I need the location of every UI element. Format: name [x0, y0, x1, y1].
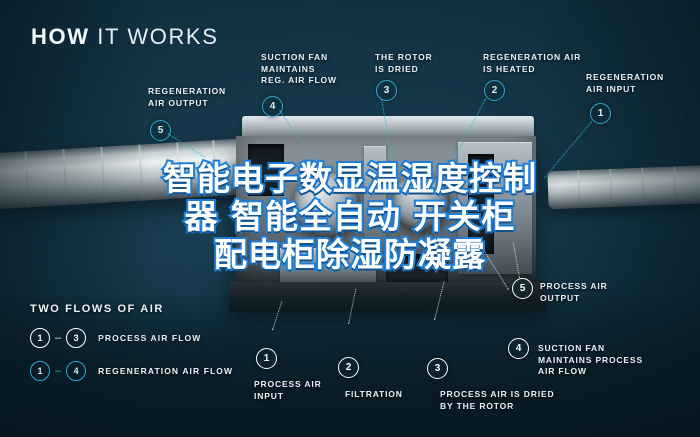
callout-number: 3 [376, 80, 397, 101]
callout-number: 3 [427, 358, 448, 379]
callout-number: 2 [338, 357, 359, 378]
overlay-line-2: 器 智能全自动 开关柜 [183, 196, 517, 238]
callout-label-top-1: REGENERATION AIR INPUT [586, 72, 665, 94]
callout-number: 4 [262, 96, 283, 117]
callout-bubble-top-1[interactable]: 1 [590, 103, 611, 124]
callout-bubble-bottom-5[interactable]: 5 [512, 278, 533, 299]
legend-badge-from: 1 [30, 361, 50, 381]
title-bold: HOW [31, 24, 90, 49]
legend: TWO FLOWS OF AIR 1 – 3 PROCESS AIR FLOW … [30, 303, 233, 381]
callout-label-top-5: REGENERATION AIR OUTPUT [148, 86, 227, 108]
callout-bubble-bottom-3[interactable]: 3 [427, 358, 448, 379]
callout-bubble-top-3[interactable]: 3 [376, 80, 397, 101]
callout-label-top-3: THE ROTOR IS DRIED [375, 52, 433, 74]
legend-label: PROCESS AIR FLOW [98, 333, 202, 343]
legend-heading: TWO FLOWS OF AIR [30, 303, 164, 315]
callout-label-bottom-4: SUCTION FAN MAINTAINS PROCESS AIR FLOW [538, 343, 643, 376]
legend-dash: – [55, 332, 62, 344]
legend-dash: – [55, 365, 62, 377]
callout-label-top-4: SUCTION FAN MAINTAINS REG. AIR FLOW [261, 52, 337, 85]
title-light: IT WORKS [97, 24, 219, 49]
callout-label-bottom-3: PROCESS AIR IS DRIED BY THE ROTOR [440, 389, 555, 411]
callout-bubble-bottom-1[interactable]: 1 [256, 348, 277, 369]
callout-number: 1 [590, 103, 611, 124]
legend-label: REGENERATION AIR FLOW [98, 366, 234, 376]
callout-bubble-top-4[interactable]: 4 [262, 96, 283, 117]
callout-bubble-bottom-2[interactable]: 2 [338, 357, 359, 378]
callout-number: 1 [256, 348, 277, 369]
callout-label-top-2: REGENERATION AIR IS HEATED [483, 52, 582, 74]
overlay-line-3: 配电柜除湿防凝露 [212, 234, 487, 276]
callout-number: 5 [150, 120, 171, 141]
callout-bubble-top-5[interactable]: 5 [150, 120, 171, 141]
legend-badge-to: 4 [66, 361, 87, 381]
page-title: HOW IT WORKS [31, 24, 218, 50]
callout-bubble-bottom-4[interactable]: 4 [508, 338, 529, 359]
callout-number: 2 [484, 80, 505, 101]
callout-number: 4 [508, 338, 529, 359]
legend-row-regeneration-air[interactable]: 1 – 4 REGENERATION AIR FLOW [30, 361, 233, 381]
callout-label-bottom-5: PROCESS AIR OUTPUT [540, 281, 608, 303]
product-title-overlay: 智能电子数显温湿度控制 器 智能全自动 开关柜 配电柜除湿防凝露 [0, 158, 700, 276]
callout-number: 5 [512, 278, 533, 299]
callout-label-bottom-2: FILTRATION [345, 389, 403, 399]
overlay-line-1: 智能电子数显温湿度控制 [161, 158, 538, 200]
callout-label-bottom-1: PROCESS AIR INPUT [254, 379, 322, 401]
callout-bubble-top-2[interactable]: 2 [484, 80, 505, 101]
legend-badge-from: 1 [30, 328, 50, 348]
legend-badge-to: 3 [66, 328, 87, 348]
legend-row-process-air[interactable]: 1 – 3 PROCESS AIR FLOW [30, 328, 233, 348]
